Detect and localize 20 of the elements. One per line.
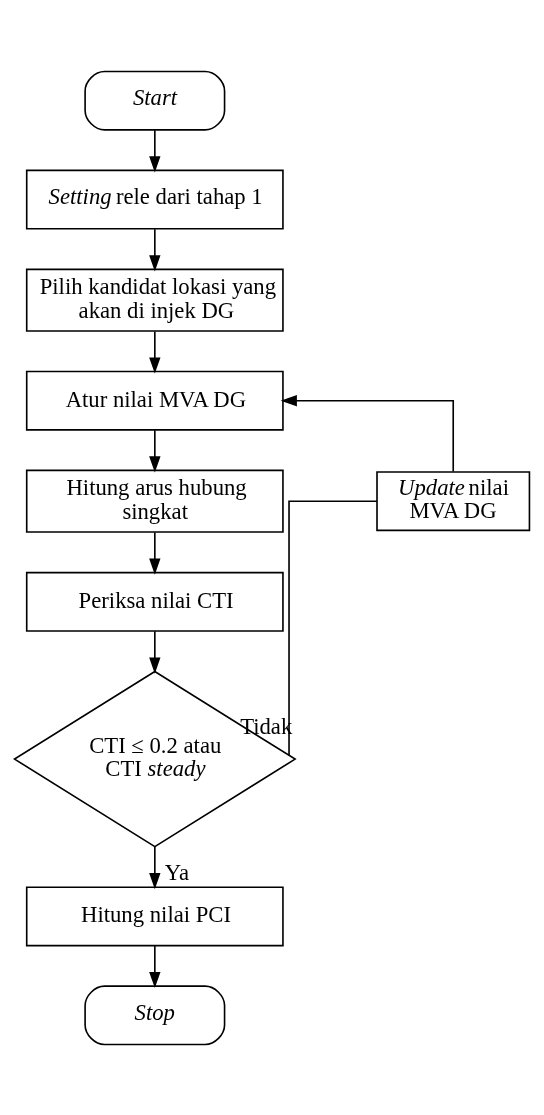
- node-box: Periksa nilai CTI: [25, 571, 284, 632]
- arrow: [149, 944, 161, 988]
- arrow: [280, 394, 455, 472]
- arrow: [149, 227, 161, 271]
- arrow: [149, 630, 161, 674]
- node-box: Setting rele dari tahap 1: [25, 169, 284, 230]
- arrow: [149, 531, 161, 575]
- node-box: Pilih kandidat lokasi yang akan di injek DG: [25, 268, 284, 332]
- connector: [288, 499, 378, 756]
- node-box: Hitung nilai PCI: [25, 885, 284, 946]
- arrow: [149, 845, 161, 889]
- node-box: Start: [84, 70, 226, 131]
- node-box: Atur nilai MVA DG: [25, 370, 284, 431]
- node-box: Update nilai MVA DG: [376, 470, 531, 531]
- arrow: [149, 429, 161, 473]
- node-box: Hitung arus hubung singkat: [25, 469, 284, 533]
- node-box: Stop: [84, 984, 226, 1045]
- edge-label: Ya: [164, 859, 189, 885]
- arrow: [149, 330, 161, 374]
- arrow: [149, 129, 161, 172]
